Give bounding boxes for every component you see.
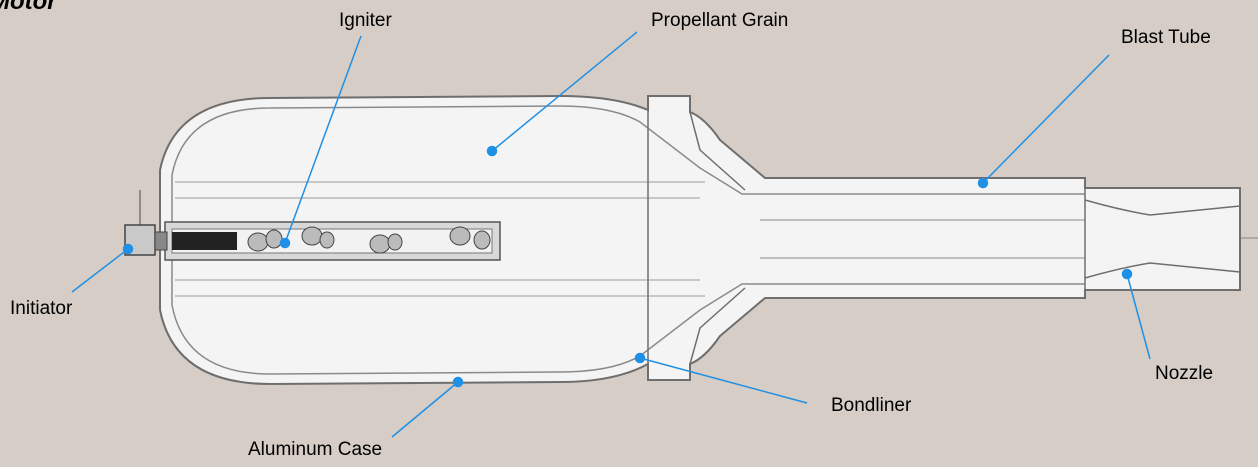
igniter-assembly — [164, 221, 501, 261]
aft-closure — [647, 96, 746, 380]
blast-tube-leader-dot — [977, 177, 989, 189]
aluminum-case-shell — [159, 94, 1241, 386]
igniter-label: Igniter — [339, 10, 392, 31]
blast-tube-label: Blast Tube — [1121, 27, 1211, 48]
igniter-leader-dot — [279, 237, 291, 249]
initiator-leader-line — [71, 248, 129, 293]
nozzle-leader-line — [1126, 273, 1151, 360]
nozzle-label: Nozzle — [1155, 363, 1214, 384]
propellant-grain-label: Propellant Grain — [651, 10, 789, 31]
propellant-grain-lines — [175, 181, 705, 297]
diagram-title: Motor — [0, 0, 57, 15]
bondliner-leader-dot — [634, 352, 646, 364]
aluminum-case-label: Aluminum Case — [248, 439, 383, 460]
aluminum-case-leader-dot — [452, 376, 464, 388]
blast-tube-leader-line — [982, 54, 1110, 184]
propellant-grain-leader-line — [491, 31, 638, 152]
igniter-leader-line — [284, 35, 362, 244]
bondliner-leader-line — [639, 357, 808, 404]
bondliner-label: Bondliner — [831, 395, 912, 416]
aluminum-case-leader-line — [391, 381, 459, 438]
initiator-label: Initiator — [10, 298, 73, 319]
initiator-leader-dot — [122, 243, 134, 255]
nozzle-leader-dot — [1121, 268, 1133, 280]
nozzle-contour — [1084, 188, 1241, 290]
propellant-grain-leader-dot — [486, 145, 498, 157]
blast-tube-details — [760, 219, 1085, 259]
leader-lines — [71, 31, 1151, 438]
